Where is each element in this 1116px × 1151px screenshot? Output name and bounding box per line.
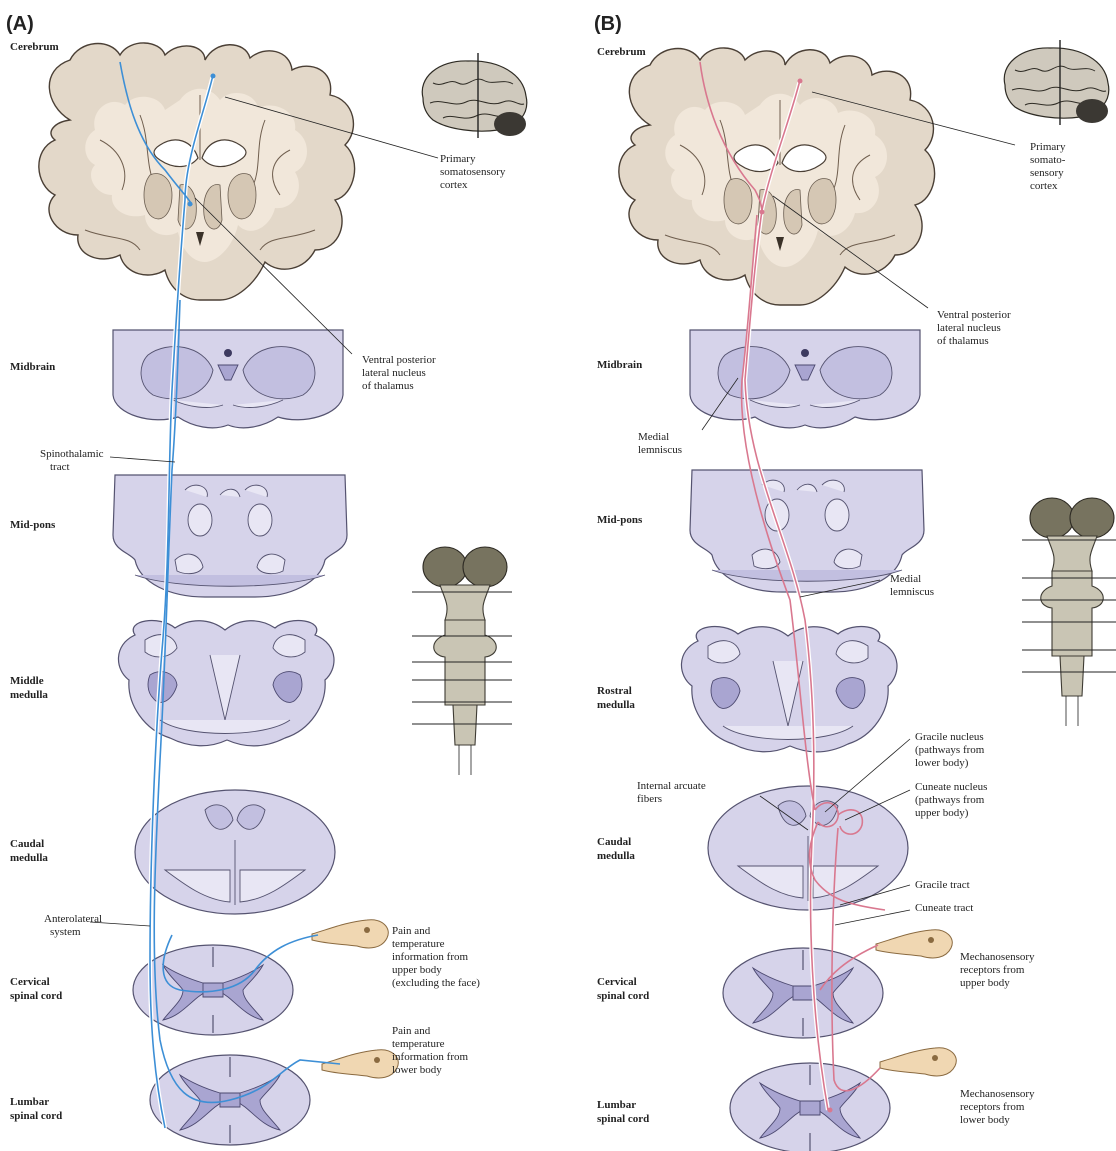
level-label: Midbrain — [10, 361, 55, 373]
brainstem-level-icon — [1030, 498, 1114, 726]
rostral-medulla-section — [681, 627, 897, 752]
primary-cortex-label: Primary somatosensory cortex — [440, 153, 508, 191]
level-label: Midbrain — [597, 359, 642, 371]
caudal-medulla-section — [135, 790, 335, 914]
panel-a: (A) Cerebrum — [6, 13, 527, 1145]
cerebrum-section — [39, 43, 355, 300]
pons-section — [690, 470, 924, 592]
medial-lemniscus-label: Medial lemniscus — [638, 431, 682, 456]
pain-upper-label: Pain and temperature information from up… — [392, 925, 480, 989]
level-label: Rostral medulla — [597, 685, 635, 711]
level-label: Caudal medulla — [10, 838, 48, 864]
dorsal-root-ganglion-icon — [880, 1048, 956, 1076]
cervical-cord-section — [723, 948, 883, 1038]
pain-lower-label: Pain and temperature information from lo… — [392, 1025, 471, 1076]
level-label: Lumbar spinal cord — [597, 1099, 649, 1125]
midbrain-section — [690, 330, 920, 428]
panel-letter: (B) — [594, 13, 622, 35]
spinothalamic-label: Spinothalamic tract — [40, 448, 106, 473]
whole-brain-icon — [1004, 40, 1109, 125]
cerebrum-section — [619, 48, 935, 305]
level-label: Lumbar spinal cord — [10, 1096, 62, 1122]
lumbar-cord-section — [730, 1063, 890, 1151]
gracile-nucleus-label: Gracile nucleus (pathways from lower bod… — [915, 731, 987, 769]
cuneate-tract-label: Cuneate tract — [915, 902, 973, 914]
level-label: Cerebrum — [10, 41, 59, 53]
vpl-label: Ventral posterior lateral nucleus of tha… — [362, 354, 438, 392]
gracile-tract-label: Gracile tract — [915, 879, 970, 891]
mech-lower-label: Mechanosensory receptors from lower body — [960, 1088, 1037, 1126]
anterolateral-label: Anterolateral system — [44, 913, 105, 938]
panel-letter: (A) — [6, 13, 34, 35]
medial-lemniscus-label: Medial lemniscus — [890, 573, 934, 598]
panel-b: (B) Cerebrum — [594, 13, 1116, 1151]
mech-upper-label: Mechanosensory receptors from upper body — [960, 951, 1037, 989]
cuneate-nucleus-label: Cuneate nucleus (pathways from upper bod… — [915, 781, 990, 819]
dorsal-root-ganglion-icon — [876, 930, 952, 958]
vpl-label: Ventral posterior lateral nucleus of tha… — [937, 309, 1013, 347]
brainstem-level-icon — [423, 547, 507, 775]
midbrain-section — [113, 330, 343, 428]
middle-medulla-section — [118, 621, 334, 746]
level-label: Cervical spinal cord — [10, 976, 62, 1002]
pons-section — [113, 475, 347, 597]
level-label: Mid-pons — [597, 514, 643, 526]
primary-cortex-label: Primary somato- sensory cortex — [1030, 141, 1068, 192]
level-label: Cervical spinal cord — [597, 976, 649, 1002]
level-label: Caudal medulla — [597, 836, 635, 862]
level-label: Mid-pons — [10, 519, 56, 531]
whole-brain-icon — [422, 53, 527, 138]
internal-arcuate-label: Internal arcuate fibers — [637, 780, 708, 805]
level-label: Cerebrum — [597, 46, 646, 58]
cervical-cord-section — [133, 945, 293, 1035]
dorsal-root-ganglion-icon — [312, 920, 388, 948]
level-label: Middle medulla — [10, 675, 48, 701]
